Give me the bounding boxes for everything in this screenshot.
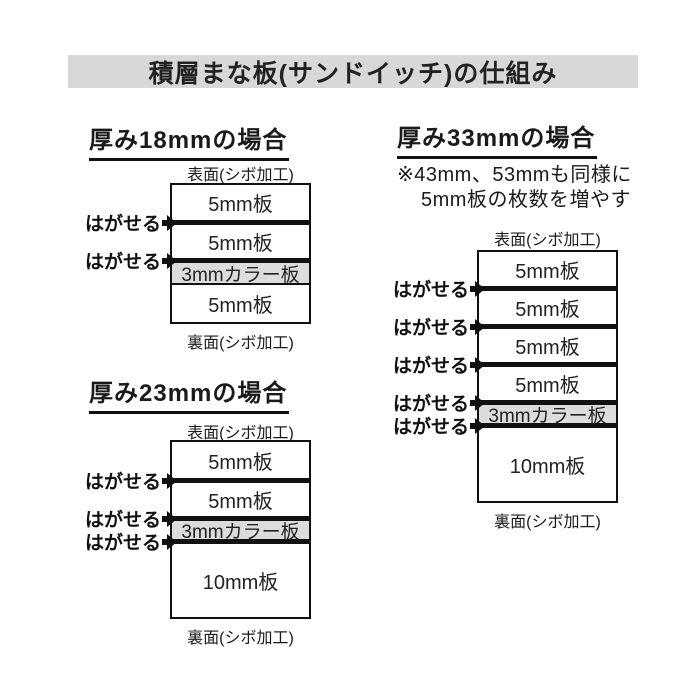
peel-label-text: はがせる	[393, 394, 470, 415]
peel-arrow-icon	[470, 394, 485, 412]
back-label: 裏面(シボ加工)	[187, 335, 294, 352]
peel-label-text: はがせる	[85, 252, 162, 273]
glued-junction-line	[172, 283, 309, 285]
board-layer: 5mm板	[172, 442, 309, 478]
peel-arrow-icon	[470, 318, 485, 336]
board-layer: 5mm板	[479, 252, 616, 286]
peel-arrow-icon	[162, 214, 177, 232]
peel-label: はがせる	[393, 353, 485, 377]
peel-arrow-icon	[470, 417, 485, 435]
peel-label-text: はがせる	[393, 356, 470, 377]
peelable-junction-line	[479, 286, 616, 291]
surface-label: 表面(シボ加工)	[187, 425, 294, 442]
peel-arrow-icon	[162, 472, 177, 490]
peel-arrow-icon	[470, 280, 485, 298]
note-line-2: 5mm板の枚数を増やす	[421, 189, 631, 211]
note-text: ※43mm、53mmも同様に 5mm板の枚数を増やす	[397, 163, 632, 213]
peel-label: はがせる	[393, 277, 485, 301]
note-line-1: ※43mm、53mmも同様に	[397, 164, 632, 186]
board-layer: 5mm板	[479, 329, 616, 362]
peelable-junction-line	[172, 539, 309, 544]
peel-arrow-icon	[162, 252, 177, 270]
board-layer: 5mm板	[172, 185, 309, 220]
board-layer: 5mm板	[172, 285, 309, 322]
peel-label: はがせる	[85, 507, 177, 531]
peel-label-text: はがせる	[85, 533, 162, 554]
surface-label: 表面(シボ加工)	[187, 167, 294, 184]
back-label: 裏面(シボ加工)	[187, 630, 294, 647]
color-board-layer: 3mmカラー板	[479, 405, 616, 427]
peelable-junction-line	[172, 258, 309, 263]
peel-arrow-icon	[162, 533, 177, 551]
color-board-layer: 3mmカラー板	[172, 263, 309, 286]
page-title: 積層まな板(サンドイッチ)の仕組み	[68, 55, 638, 88]
peel-label: はがせる	[85, 530, 177, 554]
board-layer: 5mm板	[479, 291, 616, 324]
peel-label-text: はがせる	[85, 510, 162, 531]
board-layer: 5mm板	[479, 367, 616, 400]
peel-label: はがせる	[85, 211, 177, 235]
peel-label: はがせる	[393, 414, 485, 438]
peelable-junction-line	[479, 423, 616, 428]
board-layer: 5mm板	[172, 483, 309, 516]
board-layer: 10mm板	[172, 544, 309, 617]
peelable-junction-line	[479, 324, 616, 329]
surface-label: 表面(シボ加工)	[494, 232, 601, 249]
peelable-junction-line	[172, 478, 309, 483]
back-label: 裏面(シボ加工)	[494, 514, 601, 531]
peel-label-text: はがせる	[85, 472, 162, 493]
peel-label-text: はがせる	[393, 417, 470, 438]
peel-arrow-icon	[470, 356, 485, 374]
section-header-23mm: 厚み23mmの場合	[89, 373, 290, 414]
peelable-junction-line	[172, 516, 309, 521]
peel-label: はがせる	[393, 391, 485, 415]
peel-label: はがせる	[393, 315, 485, 339]
peelable-junction-line	[172, 220, 309, 225]
peel-arrow-icon	[162, 510, 177, 528]
peelable-junction-line	[479, 400, 616, 405]
peel-label-text: はがせる	[393, 280, 470, 301]
color-board-layer: 3mmカラー板	[172, 521, 309, 543]
section-33mm: 厚み33mmの場合 ※43mm、53mmも同様に 5mm板の枚数を増やす 表面(…	[393, 118, 631, 531]
peel-label: はがせる	[85, 249, 177, 273]
section-header-18mm: 厚み18mmの場合	[89, 120, 290, 161]
peel-label-text: はがせる	[393, 318, 470, 339]
peel-label: はがせる	[85, 469, 177, 493]
board-layer: 5mm板	[172, 225, 309, 258]
section-header-33mm: 厚み33mmの場合	[397, 118, 598, 159]
board-layer: 10mm板	[479, 428, 616, 501]
peelable-junction-line	[479, 362, 616, 367]
peel-label-text: はがせる	[85, 214, 162, 235]
